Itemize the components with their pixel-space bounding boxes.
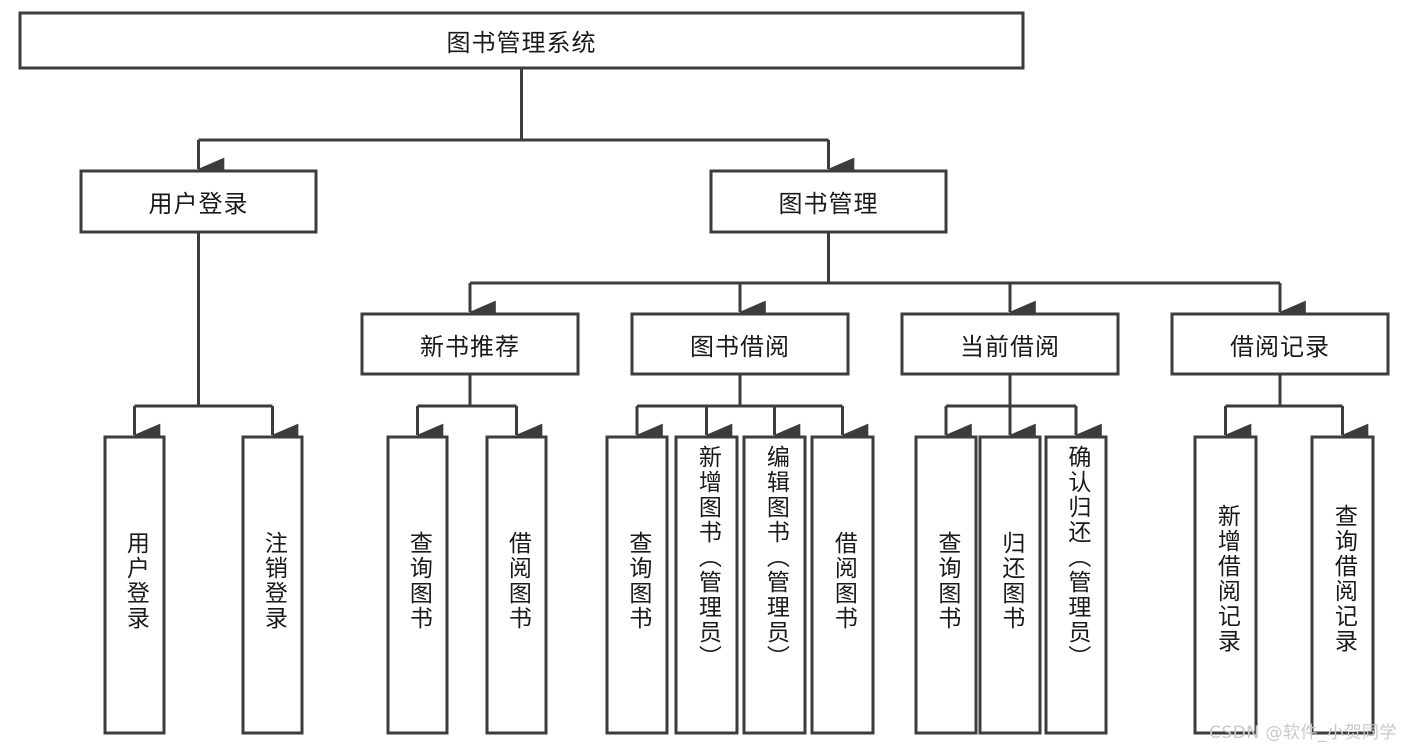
- watermark-text: CSDN @软件_小贺同学: [1209, 723, 1397, 743]
- node-box-leaf-confirm-return[interactable]: [1044, 435, 1108, 735]
- node-box-leaf-user-login[interactable]: [103, 435, 166, 735]
- node-box-leaf-query-record[interactable]: [1310, 435, 1375, 735]
- node-box-new-book-rec[interactable]: [360, 312, 580, 376]
- node-box-leaf-add-record[interactable]: [1193, 435, 1258, 735]
- node-box-book-manage[interactable]: [709, 169, 948, 234]
- node-box-leaf-query-book-3[interactable]: [914, 435, 978, 735]
- node-box-leaf-borrow-book-1[interactable]: [485, 435, 548, 735]
- node-box-leaf-return-book[interactable]: [978, 435, 1042, 735]
- node-box-leaf-borrow-book-2[interactable]: [810, 435, 875, 735]
- edge-layer: [133, 68, 1369, 447]
- node-box-book-borrow[interactable]: [630, 312, 850, 376]
- node-box-current-borrow[interactable]: [900, 312, 1120, 376]
- node-box-leaf-logout[interactable]: [241, 435, 304, 735]
- node-box-user-login[interactable]: [79, 169, 318, 234]
- node-box-root[interactable]: [18, 11, 1025, 70]
- node-box-leaf-query-book-1[interactable]: [386, 435, 449, 735]
- node-box-borrow-record[interactable]: [1170, 312, 1390, 376]
- node-box-leaf-add-book[interactable]: [674, 435, 739, 735]
- node-box-leaf-query-book-2[interactable]: [605, 435, 669, 735]
- node-layer: [18, 11, 1390, 735]
- node-box-leaf-edit-book[interactable]: [742, 435, 807, 735]
